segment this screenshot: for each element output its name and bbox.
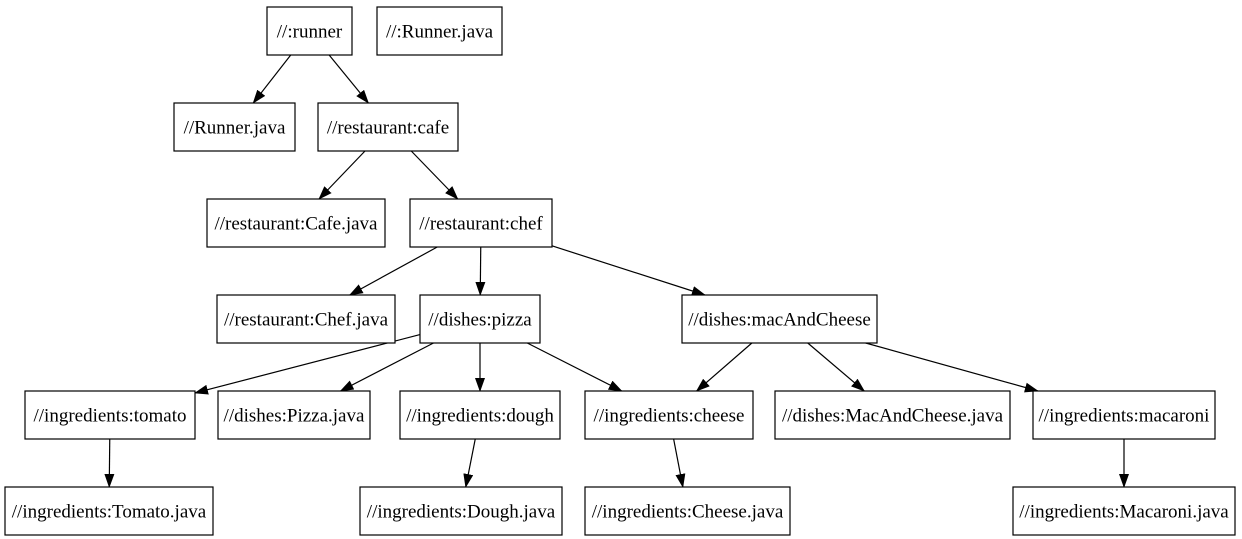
node-label-ingredients-dough-java: //ingredients:Dough.java [367, 502, 556, 523]
node-runner-java: //Runner.java [173, 102, 296, 152]
node-label-ingredients-dough: //ingredients:dough [406, 406, 554, 427]
edge-ingredients-dough-to-ingredients-dough-java [463, 438, 476, 488]
edge-ingredients-cheese-to-ingredients-cheese-java [673, 438, 686, 488]
node-label-restaurant-chef: //restaurant:chef [419, 214, 543, 235]
node-label-ingredients-tomato: //ingredients:tomato [33, 406, 186, 427]
node-rect-ingredients-tomato-java [4, 486, 214, 536]
node-ingredients-tomato-java: //ingredients:Tomato.java [4, 486, 214, 536]
edge-dishes-pizza-to-dishes-pizza-java [339, 342, 434, 392]
edge-dishes-macandcheese-to-ingredients-macaroni [865, 342, 1039, 393]
nodes-layer: //:runner //:Runner.java //Runner.java //re… [4, 6, 1236, 536]
node-rect-restaurant-cafe [317, 102, 459, 152]
node-restaurant-cafe: //restaurant:cafe [317, 102, 459, 152]
node-ingredients-tomato: //ingredients:tomato [24, 390, 196, 440]
node-label-ingredients-cheese-java: //ingredients:Cheese.java [592, 502, 784, 523]
node-rect-restaurant-cafe-java [206, 198, 386, 248]
node-dishes-pizza-java: //dishes:Pizza.java [217, 390, 371, 440]
node-ingredients-cheese: //ingredients:cheese [584, 390, 754, 440]
node-restaurant-chef: //restaurant:chef [409, 198, 553, 248]
node-label-runner: //:runner [277, 22, 343, 43]
node-label-dishes-pizza-java: //dishes:Pizza.java [224, 406, 365, 427]
node-rect-dishes-macandcheese [681, 294, 878, 344]
node-rect-restaurant-chef-java [216, 294, 396, 344]
node-ingredients-dough-java: //ingredients:Dough.java [359, 486, 563, 536]
edge-restaurant-chef-to-dishes-macandcheese [551, 245, 706, 296]
edge-dishes-pizza-to-ingredients-cheese [526, 342, 623, 392]
node-dishes-macandcheese-java: //dishes:MacAndCheese.java [774, 390, 1011, 440]
node-root-runner-java: //:Runner.java [376, 6, 503, 56]
node-label-dishes-macandcheese-java: //dishes:MacAndCheese.java [782, 406, 1004, 427]
node-rect-ingredients-cheese-java [584, 486, 791, 536]
node-rect-root-runner-java [376, 6, 503, 56]
node-rect-restaurant-chef [409, 198, 553, 248]
node-rect-ingredients-macaroni [1032, 390, 1216, 440]
node-label-ingredients-tomato-java: //ingredients:Tomato.java [12, 502, 207, 523]
node-rect-runner [266, 6, 353, 56]
node-restaurant-cafe-java: //restaurant:Cafe.java [206, 198, 386, 248]
node-label-root-runner-java: //:Runner.java [386, 22, 494, 43]
edge-runner-to-runner-java [252, 54, 292, 104]
node-rect-runner-java [173, 102, 296, 152]
node-label-restaurant-cafe: //restaurant:cafe [327, 118, 449, 139]
edge-runner-to-restaurant-cafe [328, 54, 370, 104]
node-label-dishes-macandcheese: //dishes:macAndCheese [688, 310, 871, 331]
node-rect-ingredients-dough [399, 390, 561, 440]
node-dishes-macandcheese: //dishes:macAndCheese [681, 294, 878, 344]
node-ingredients-dough: //ingredients:dough [399, 390, 561, 440]
node-label-ingredients-macaroni-java: //ingredients:Macaroni.java [1019, 502, 1229, 523]
edge-restaurant-cafe-to-restaurant-cafe-java [318, 150, 366, 200]
node-label-ingredients-cheese: //ingredients:cheese [594, 406, 745, 427]
edge-dishes-macandcheese-to-ingredients-cheese [695, 342, 753, 392]
node-ingredients-cheese-java: //ingredients:Cheese.java [584, 486, 791, 536]
node-rect-dishes-pizza [419, 294, 541, 344]
edge-dishes-pizza-to-ingredients-tomato [194, 333, 421, 395]
node-rect-dishes-macandcheese-java [774, 390, 1011, 440]
edge-restaurant-chef-to-restaurant-chef-java [348, 246, 438, 296]
node-label-restaurant-cafe-java: //restaurant:Cafe.java [214, 214, 378, 235]
node-rect-ingredients-macaroni-java [1012, 486, 1236, 536]
node-dishes-pizza: //dishes:pizza [419, 294, 541, 344]
node-rect-ingredients-tomato [24, 390, 196, 440]
node-label-runner-java: //Runner.java [184, 118, 286, 139]
edges-layer [104, 54, 1129, 488]
edge-dishes-macandcheese-to-dishes-macandcheese-java [807, 342, 866, 392]
node-label-ingredients-macaroni: //ingredients:macaroni [1039, 406, 1210, 427]
node-label-restaurant-chef-java: //restaurant:Chef.java [224, 310, 389, 331]
node-restaurant-chef-java: //restaurant:Chef.java [216, 294, 396, 344]
edge-ingredients-tomato-to-ingredients-tomato-java [104, 438, 115, 488]
edge-restaurant-chef-to-dishes-pizza [475, 246, 486, 296]
node-ingredients-macaroni: //ingredients:macaroni [1032, 390, 1216, 440]
node-runner: //:runner [266, 6, 353, 56]
node-rect-dishes-pizza-java [217, 390, 371, 440]
edge-restaurant-cafe-to-restaurant-chef [410, 150, 459, 200]
node-label-dishes-pizza: //dishes:pizza [428, 310, 532, 331]
node-ingredients-macaroni-java: //ingredients:Macaroni.java [1012, 486, 1236, 536]
node-rect-ingredients-dough-java [359, 486, 563, 536]
node-rect-ingredients-cheese [584, 390, 754, 440]
